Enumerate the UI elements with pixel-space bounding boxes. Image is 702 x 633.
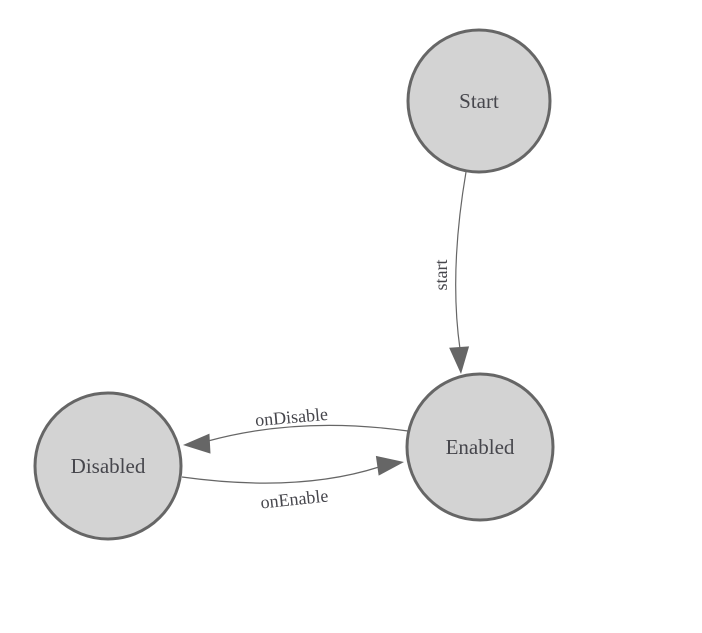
node-label-start: Start (459, 89, 499, 113)
arrowhead-enabled-to-disabled-icon (183, 433, 211, 454)
node-start (406, 28, 552, 174)
node-label-disabled: Disabled (71, 454, 146, 478)
arrowhead-disabled-to-enabled-icon (375, 455, 404, 476)
edge-label-start-to-enabled: start (431, 260, 451, 291)
edge-label-disabled-to-enabled: onEnable (260, 486, 330, 513)
node-enabled (405, 372, 555, 522)
edge-disabled-to-enabled (181, 466, 380, 484)
edge-start-to-enabled (455, 171, 467, 350)
node-label-enabled: Enabled (446, 435, 515, 459)
edge-enabled-to-disabled (207, 424, 409, 442)
edge-label-enabled-to-disabled: onDisable (254, 404, 328, 430)
arrowhead-start-to-enabled-icon (449, 346, 470, 374)
node-disabled (33, 391, 183, 541)
